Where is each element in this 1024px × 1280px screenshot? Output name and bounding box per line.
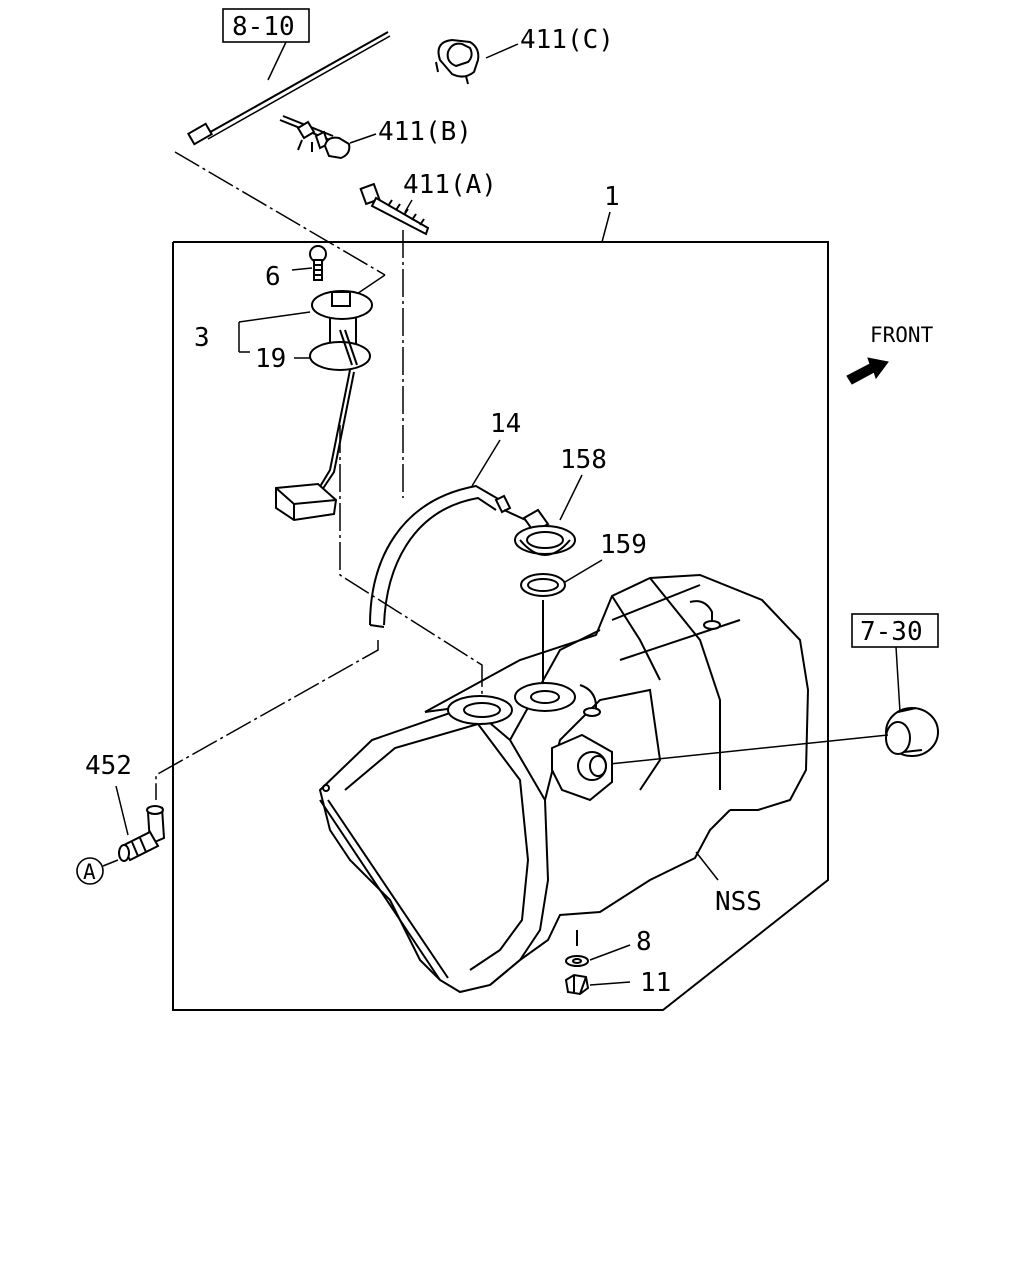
label-452: 452	[85, 751, 132, 781]
washer-8	[565, 955, 589, 967]
filler-neck-158	[503, 508, 576, 556]
harness-connector	[186, 122, 214, 146]
gasket-159	[520, 573, 566, 597]
wire-harness	[204, 31, 389, 136]
front-arrow-icon	[846, 357, 889, 385]
ref-8-10-label: 8-10	[232, 12, 295, 42]
ref-8-10-group[interactable]: 8-10	[222, 8, 310, 43]
fuel-sender-unit-3	[275, 290, 373, 522]
front-label: FRONT	[870, 323, 934, 347]
hose-14	[369, 484, 512, 628]
nut-11	[564, 973, 590, 996]
label-411a: 411(A)	[403, 170, 497, 200]
label-411b: 411(B)	[378, 117, 472, 147]
fuel-tank-body	[318, 573, 810, 994]
label-411c: 411(C)	[520, 25, 614, 55]
label-159: 159	[600, 530, 647, 560]
label-158: 158	[560, 445, 607, 475]
svg-text:A: A	[83, 860, 96, 884]
label-11: 11	[640, 968, 671, 998]
label-8: 8	[636, 927, 652, 957]
label-14: 14	[490, 409, 521, 439]
label-19: 19	[255, 344, 286, 374]
label-3: 3	[194, 323, 210, 353]
clip-411c	[435, 38, 480, 85]
ref-7-30-label: 7-30	[860, 617, 923, 647]
ref-7-30-group[interactable]: 7-30	[851, 613, 939, 648]
elbow-fitting-452	[118, 805, 166, 862]
label-nss: NSS	[715, 887, 762, 917]
cable-tie-411a	[359, 182, 430, 236]
fuel-cap	[885, 707, 939, 757]
label-1: 1	[604, 182, 620, 212]
circle-a-marker: A	[76, 857, 104, 885]
label-6: 6	[265, 262, 281, 292]
assembly-frame	[172, 241, 829, 1011]
bolt-6	[309, 245, 327, 281]
clip-411b	[279, 115, 351, 160]
